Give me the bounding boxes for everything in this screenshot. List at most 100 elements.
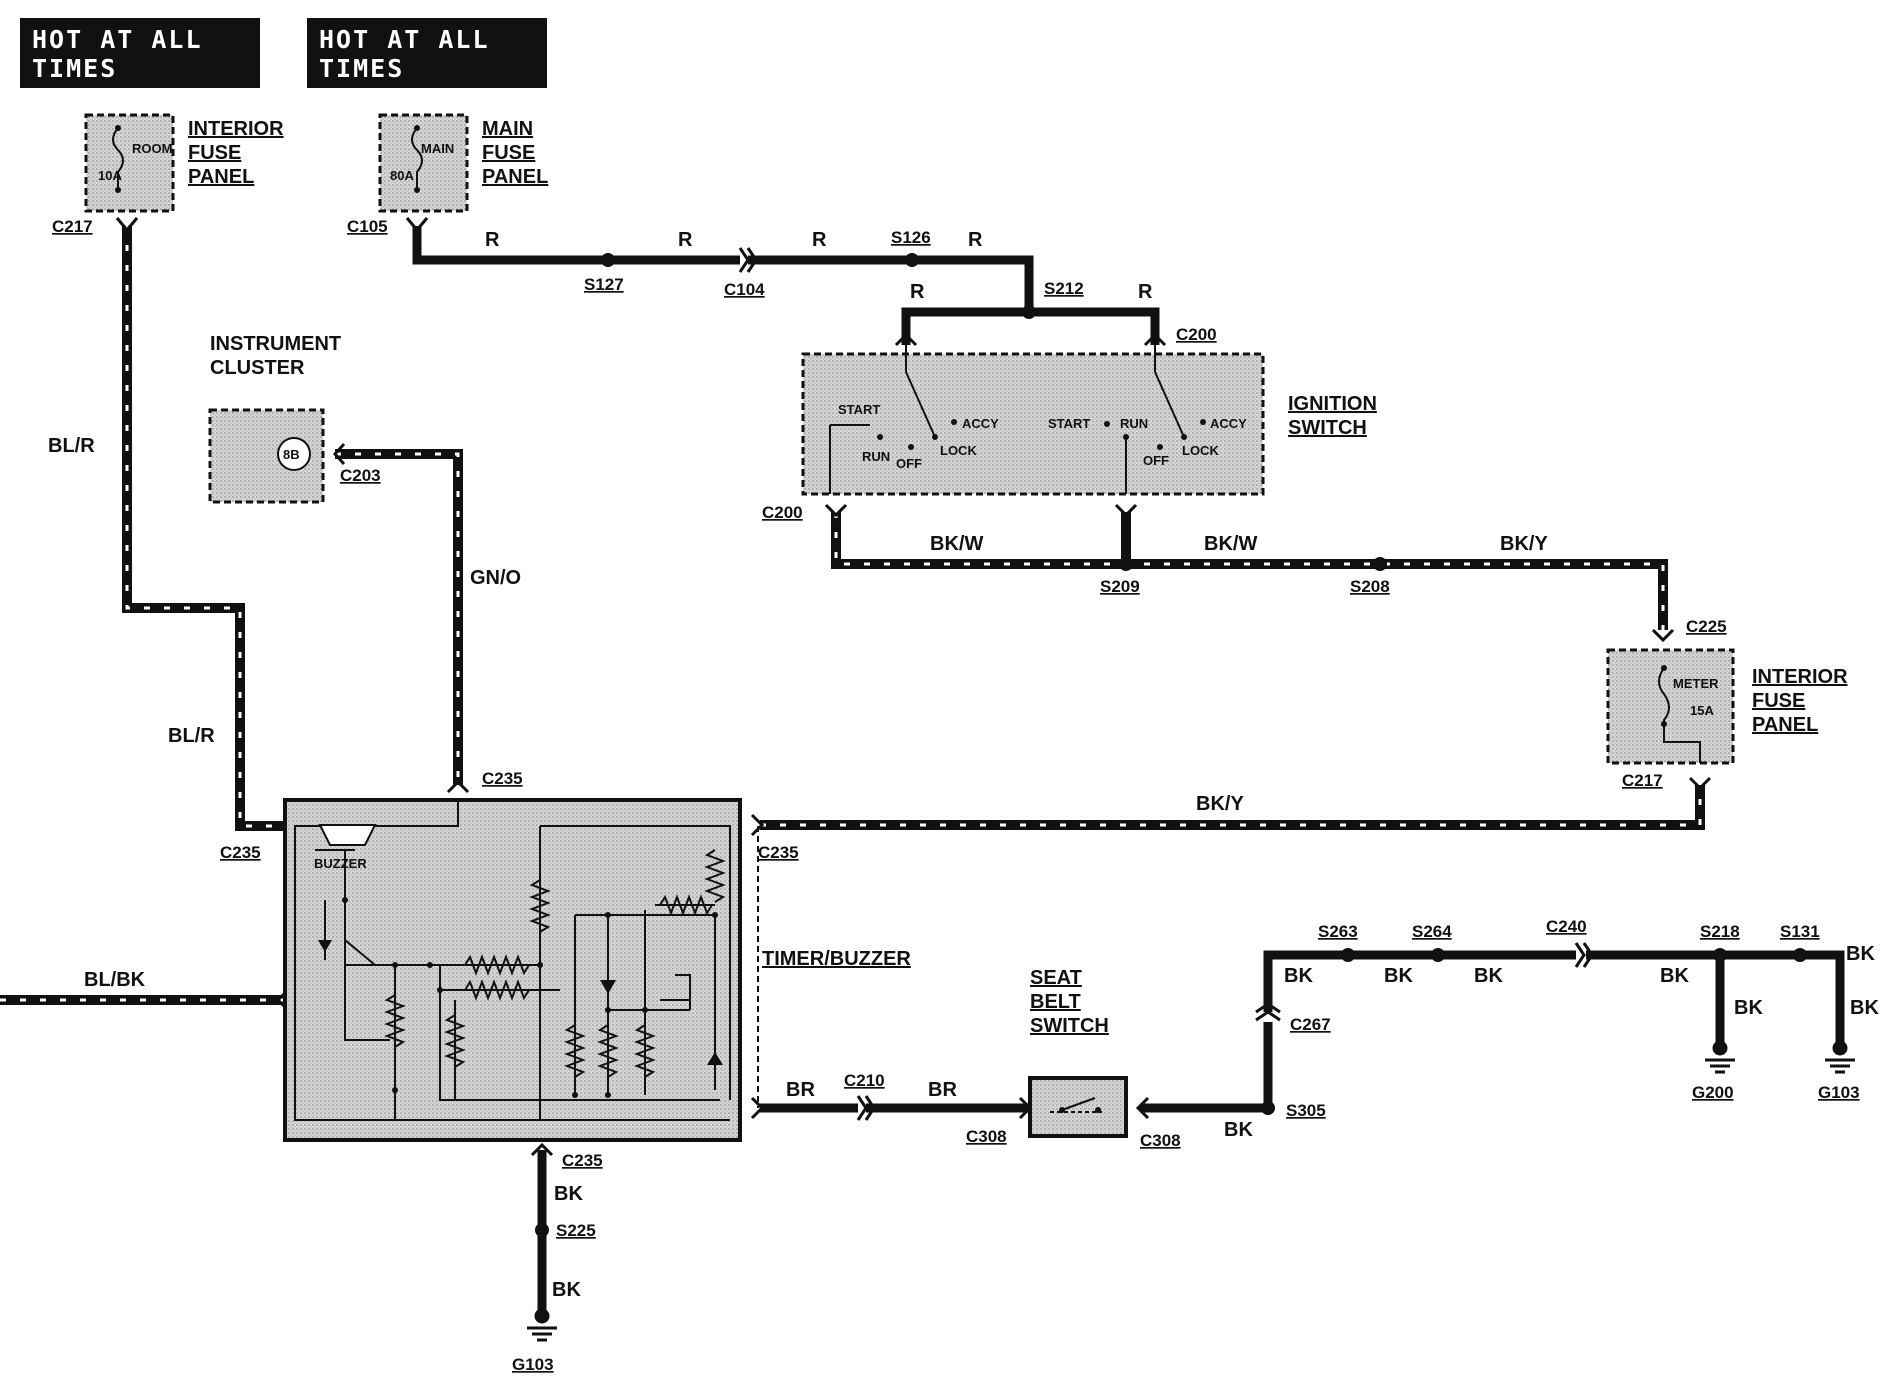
main-fuse-panel-title-1: MAIN bbox=[482, 118, 533, 140]
ign-pos-accy-1: ACCY bbox=[962, 416, 999, 431]
wire-label-bk-1: BK bbox=[1224, 1119, 1253, 1141]
connector-labels: C217 C105 S127 C104 S126 S212 C200 C203 … bbox=[52, 217, 1860, 1374]
connector-c105: C105 bbox=[347, 217, 388, 236]
wire-label-bl-r-2: BL/R bbox=[168, 725, 215, 747]
wire-label-bk-y-top: BK/Y bbox=[1500, 533, 1548, 555]
wire-r bbox=[412, 226, 740, 265]
connector-c308-right: C308 bbox=[1140, 1131, 1181, 1150]
splice-s126: S126 bbox=[891, 228, 931, 247]
wire-label-bk-9: BK bbox=[552, 1279, 581, 1301]
interior-fuse-panel-title-1: INTERIOR bbox=[188, 118, 284, 140]
connector-c200-top: C200 bbox=[1176, 325, 1217, 344]
wire-label-r-1: R bbox=[485, 229, 500, 251]
wire-label-br-1: BR bbox=[786, 1079, 815, 1101]
interior-fuse-panel-top: ROOM 10A bbox=[84, 113, 175, 213]
fuse-rating-80a: 80A bbox=[390, 168, 414, 183]
ground-g103-right: G103 bbox=[1818, 1083, 1860, 1102]
connector-c104: C104 bbox=[724, 280, 765, 299]
splice-s208: S208 bbox=[1350, 577, 1390, 596]
interior-fuse-panel-title-2: FUSE bbox=[188, 142, 241, 164]
wire-label-r-2: R bbox=[678, 229, 693, 251]
interior-fuse-panel-title-3: PANEL bbox=[188, 166, 254, 188]
wire-label-br-2: BR bbox=[928, 1079, 957, 1101]
ign-pos-lock-2: LOCK bbox=[1182, 443, 1219, 458]
ground-symbols bbox=[527, 1040, 1855, 1342]
hot-box-1: HOT AT ALL TIMES bbox=[20, 18, 260, 88]
main-fuse-panel-title-3: PANEL bbox=[482, 166, 548, 188]
connector-c235-right: C235 bbox=[758, 843, 799, 862]
wires bbox=[0, 225, 1845, 1316]
wire-label-bk-4: BK bbox=[1474, 965, 1503, 987]
main-fuse-panel-title-2: FUSE bbox=[482, 142, 535, 164]
interior-fuse-panel-right: METER 15A bbox=[1606, 648, 1735, 765]
ign-pos-run-1: RUN bbox=[862, 449, 890, 464]
connector-c225: C225 bbox=[1686, 617, 1727, 636]
splice-s131: S131 bbox=[1780, 922, 1820, 941]
wire-label-bk-5: BK bbox=[1660, 965, 1689, 987]
cluster-pin: 8B bbox=[283, 447, 300, 462]
hot-box-2-line-2: TIMES bbox=[319, 54, 404, 83]
wire-label-gn-o: GN/O bbox=[470, 567, 521, 589]
ground-g200: G200 bbox=[1692, 1083, 1734, 1102]
connector-c235-bottom: C235 bbox=[562, 1151, 603, 1170]
splice-s212: S212 bbox=[1044, 279, 1084, 298]
connector-c235-left: C235 bbox=[220, 843, 261, 862]
splice-s225: S225 bbox=[556, 1221, 596, 1240]
splice-s263: S263 bbox=[1318, 922, 1358, 941]
splice-s264: S264 bbox=[1412, 922, 1452, 941]
splice-dots bbox=[535, 253, 1807, 1237]
wire-label-bk-10: BK bbox=[1846, 943, 1875, 965]
fuse-name-meter: METER bbox=[1673, 676, 1719, 691]
splice-s305: S305 bbox=[1286, 1101, 1326, 1120]
wire-bl-r bbox=[122, 225, 285, 831]
hot-box-1-line-1: HOT AT ALL bbox=[32, 25, 203, 54]
wire-label-bk-7: BK bbox=[1850, 997, 1879, 1019]
wire-label-bk-3: BK bbox=[1384, 965, 1413, 987]
wire-label-bk-w-1: BK/W bbox=[930, 533, 983, 555]
connector-c200-left: C200 bbox=[762, 503, 803, 522]
interior-fuse-panel-right-title-3: PANEL bbox=[1752, 714, 1818, 736]
splice-s209: S209 bbox=[1100, 577, 1140, 596]
connector-c217-right: C217 bbox=[1622, 771, 1663, 790]
wire-color-labels: R R R R R R BL/R BL/R GN/O BK/W BK/W BK/… bbox=[48, 229, 1879, 1301]
wire-label-r-5: R bbox=[910, 281, 925, 303]
ign-pos-start-1: START bbox=[838, 402, 880, 417]
seat-belt-switch-title-2: BELT bbox=[1030, 991, 1081, 1013]
instrument-cluster: 8B bbox=[208, 408, 325, 504]
timer-buzzer-title: TIMER/BUZZER bbox=[762, 948, 911, 970]
main-fuse-panel: MAIN 80A bbox=[378, 113, 469, 213]
connector-c267: C267 bbox=[1290, 1015, 1331, 1034]
ign-pos-lock-1: LOCK bbox=[940, 443, 977, 458]
wire-bk-w bbox=[831, 512, 1668, 630]
splice-s127: S127 bbox=[584, 275, 624, 294]
wire-bk-seat bbox=[1140, 1022, 1273, 1113]
fuse-name-room: ROOM bbox=[132, 141, 172, 156]
splice-s218: S218 bbox=[1700, 922, 1740, 941]
connector-c203: C203 bbox=[340, 466, 381, 485]
connector-c217-top: C217 bbox=[52, 217, 93, 236]
timer-buzzer-module: BUZZER bbox=[283, 798, 759, 1142]
wire-label-bk-w-2: BK/W bbox=[1204, 533, 1257, 555]
instrument-cluster-title-1: INSTRUMENT bbox=[210, 333, 341, 355]
interior-fuse-panel-right-title-1: INTERIOR bbox=[1752, 666, 1848, 688]
wire-label-r-6: R bbox=[1138, 281, 1153, 303]
wire-label-bk-8: BK bbox=[554, 1183, 583, 1205]
hot-box-2: HOT AT ALL TIMES bbox=[307, 18, 547, 88]
buzzer-label: BUZZER bbox=[314, 856, 367, 871]
wire-label-bk-y-bottom: BK/Y bbox=[1196, 793, 1244, 815]
ign-pos-accy-2: ACCY bbox=[1210, 416, 1247, 431]
ign-pos-run-2: RUN bbox=[1120, 416, 1148, 431]
seat-belt-switch bbox=[1028, 1076, 1128, 1138]
wire-label-bk-2: BK bbox=[1284, 965, 1313, 987]
wire-label-bk-6: BK bbox=[1734, 997, 1763, 1019]
hot-box-1-line-2: TIMES bbox=[32, 54, 117, 83]
wire-label-r-3: R bbox=[812, 229, 827, 251]
ignition-switch-title-1: IGNITION bbox=[1288, 393, 1377, 415]
ground-g103-bottom: G103 bbox=[512, 1355, 554, 1374]
ign-pos-off-1: OFF bbox=[896, 456, 922, 471]
connector-c210: C210 bbox=[844, 1071, 885, 1090]
ignition-switch-title-2: SWITCH bbox=[1288, 417, 1367, 439]
ign-pos-off-2: OFF bbox=[1143, 453, 1169, 468]
seat-belt-switch-title-1: SEAT bbox=[1030, 967, 1082, 989]
